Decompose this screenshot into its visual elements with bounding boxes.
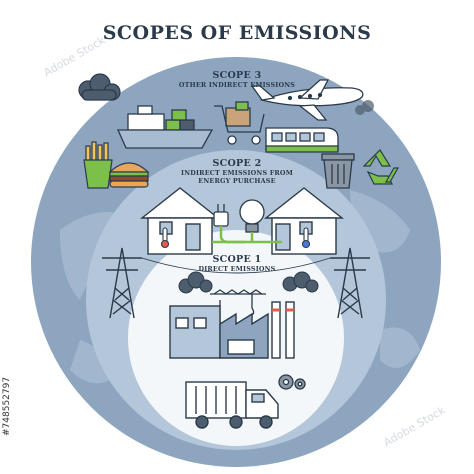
scope-2-sub-line-2: ENERGY PURCHASE: [198, 177, 276, 185]
stock-id: #748552797: [2, 376, 12, 436]
gears-icon: [278, 374, 306, 390]
scope-2-heading: SCOPE 2: [212, 158, 262, 169]
airplane-icon: [250, 79, 364, 121]
power-tower-icon: [330, 247, 370, 319]
power-tower-icon: [102, 247, 142, 319]
bulb-icon: [212, 199, 282, 244]
factory-icon: [169, 301, 295, 359]
shopping-cart-icon: [214, 101, 265, 145]
recycle-icon: [362, 149, 400, 185]
house-icon: [263, 187, 345, 255]
continents-shape: [60, 190, 420, 384]
truck-icon: [185, 381, 279, 429]
scope-2-label: SCOPE 2 INDIRECT EMISSIONS FROM ENERGY P…: [0, 158, 474, 185]
scope-1-label: SCOPE 1 DIRECT EMISSIONS: [0, 254, 474, 273]
scope-1-sub: DIRECT EMISSIONS: [198, 265, 276, 273]
burger-icon: [108, 162, 150, 188]
cloud-icon: [178, 271, 319, 294]
thermometer-icon: [301, 227, 311, 249]
diagram-title: SCOPES OF EMISSIONS: [102, 22, 372, 44]
cargo-ship-icon: [116, 105, 214, 149]
power-line: [141, 257, 331, 274]
scope-3-heading: SCOPE 3: [212, 70, 262, 81]
cloud-icon: [78, 73, 121, 101]
train-icon: [265, 127, 339, 153]
house-icon: [139, 187, 221, 255]
fries-icon: [83, 141, 113, 189]
scope-3-label: SCOPE 3 OTHER INDIRECT EMISSIONS: [0, 70, 474, 89]
thermometer-icon: [160, 227, 170, 249]
scope-1-heading: SCOPE 1: [212, 254, 262, 265]
trash-bin-icon: [321, 153, 355, 189]
cloud-icon: [355, 100, 374, 115]
scope-3-sub: OTHER INDIRECT EMISSIONS: [178, 81, 296, 89]
scope-2-sub-line-1: INDIRECT EMISSIONS FROM: [181, 169, 293, 177]
